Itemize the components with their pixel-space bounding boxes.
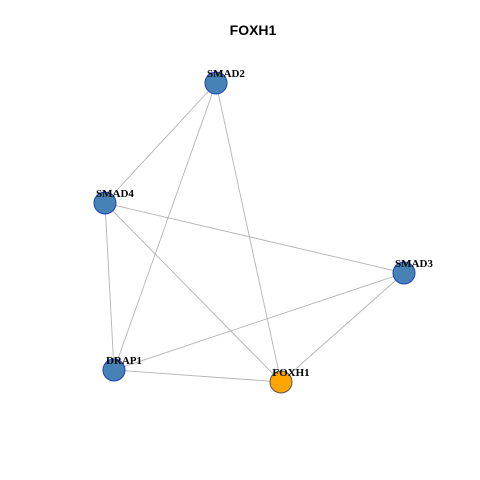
node-label-smad3: SMAD3 — [395, 258, 433, 270]
node-label-smad2: SMAD2 — [207, 68, 245, 80]
edge-smad4-foxh1 — [104, 202, 282, 383]
node-drap1[interactable] — [102, 358, 126, 382]
node-smad3[interactable] — [392, 261, 416, 285]
edge-drap1-foxh1 — [113, 369, 282, 383]
nodes-layer — [93, 71, 416, 394]
chart-title: FOXH1 — [230, 22, 277, 38]
node-foxh1[interactable] — [269, 370, 293, 394]
edge-smad2-foxh1 — [215, 82, 282, 383]
edge-smad3-drap1 — [113, 272, 405, 371]
edge-smad4-drap1 — [104, 202, 115, 371]
node-smad4[interactable] — [93, 191, 117, 215]
edge-smad3-foxh1 — [280, 272, 405, 383]
edge-smad4-smad3 — [104, 202, 405, 274]
node-label-foxh1: FOXH1 — [272, 367, 309, 379]
edges-layer — [104, 82, 405, 383]
edge-smad2-smad4 — [104, 82, 217, 204]
edge-smad2-drap1 — [113, 82, 217, 371]
node-label-smad4: SMAD4 — [96, 188, 134, 200]
node-smad2[interactable] — [204, 71, 228, 95]
node-label-drap1: DRAP1 — [106, 355, 142, 367]
